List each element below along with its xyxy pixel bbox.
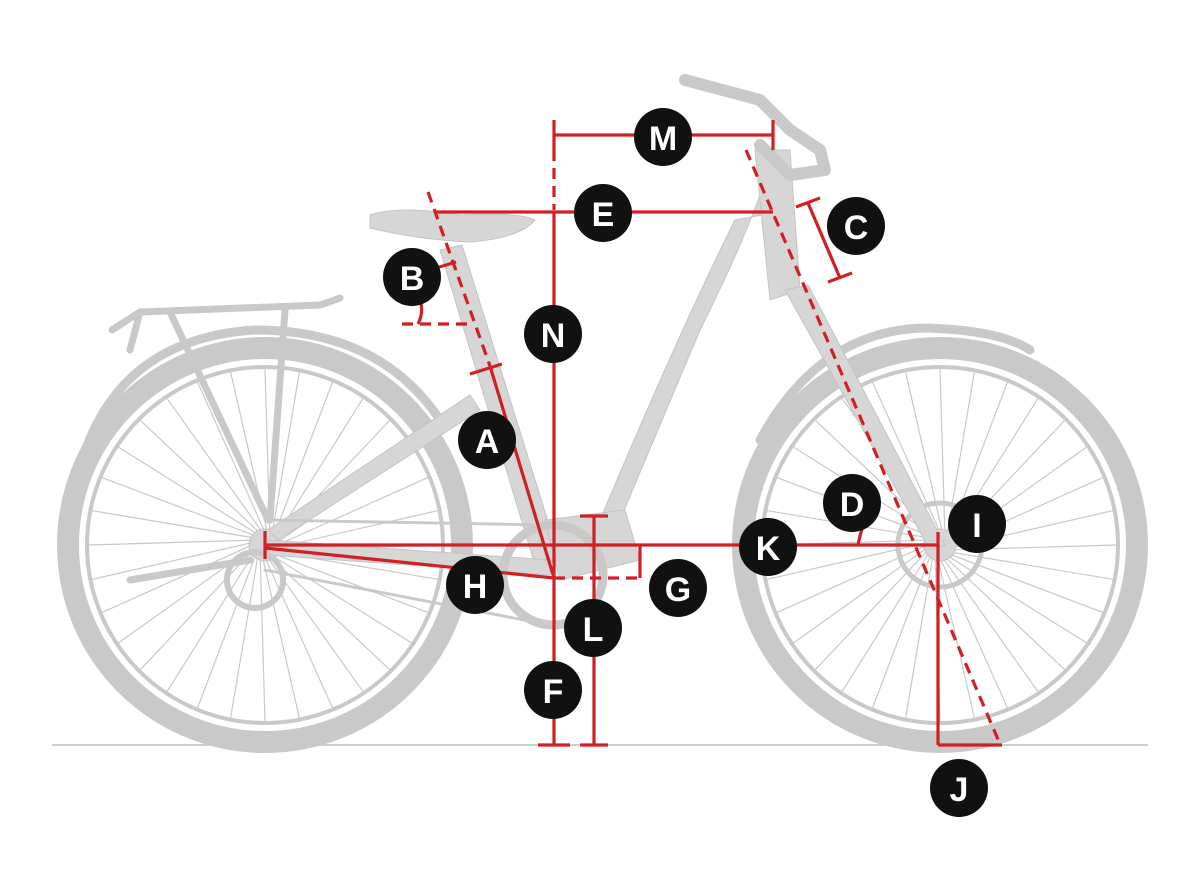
badge-h-label: H [463, 568, 488, 606]
rear-derailleur [224, 549, 286, 611]
frame-seatstay [267, 394, 481, 541]
wheel-spoke [280, 510, 439, 548]
wheel-spoke [166, 554, 254, 692]
wheel-spoke [259, 559, 266, 722]
chain [263, 518, 552, 627]
wheel-spoke [91, 542, 250, 580]
badge-j: J [930, 759, 988, 817]
dim-c-line [806, 202, 842, 279]
badge-m: M [634, 108, 692, 166]
rear-wheel [57, 337, 473, 753]
wheel-spoke [262, 560, 300, 719]
badge-g: G [649, 559, 707, 617]
badge-e: E [574, 184, 632, 242]
wheel-spoke [118, 446, 256, 534]
wheel-spoke [280, 477, 429, 545]
wheel-spoke [139, 419, 259, 532]
badge-f-label: F [543, 673, 564, 711]
badge-b: B [383, 248, 441, 306]
rear-fender [65, 325, 445, 525]
wheel-spoke [166, 398, 262, 531]
badge-k-label: K [756, 530, 781, 568]
seat-tube-dashed [426, 191, 492, 367]
wheel-spoke [265, 560, 333, 709]
badge-d: D [823, 474, 881, 532]
dim-a-tick [469, 362, 503, 376]
wheel-spoke [88, 539, 251, 546]
wheel-spoke [197, 556, 256, 709]
badge-c: C [827, 197, 885, 255]
badge-m-label: M [649, 120, 677, 158]
front-fork [784, 284, 946, 551]
badge-e-label: E [592, 196, 615, 234]
wheel-spoke [274, 556, 412, 644]
wheel-spoke [276, 398, 364, 536]
wheel-spoke [91, 510, 252, 538]
wheel-spoke [101, 477, 254, 536]
badge-i-label: I [972, 507, 981, 545]
front-fender [755, 323, 1035, 445]
wheel-spoke [101, 545, 250, 613]
dim-b-tick [435, 260, 457, 270]
badge-b-label: B [400, 260, 425, 298]
wheel-spoke [230, 558, 258, 719]
frame-downtube [599, 194, 792, 521]
wheel-spoke [197, 381, 265, 530]
badge-g-label: G [665, 571, 691, 609]
badge-i: I [948, 495, 1006, 553]
handlebar [679, 74, 831, 181]
wheel-spoke [276, 554, 429, 613]
badge-c-label: C [844, 209, 869, 247]
wheel-spoke [271, 558, 391, 671]
badge-k: K [739, 518, 797, 576]
badge-l: L [564, 599, 622, 657]
badge-f: F [524, 661, 582, 719]
saddle [369, 209, 536, 243]
badge-d-label: D [840, 486, 865, 524]
wheel-spoke [139, 551, 252, 671]
badge-a-label: A [475, 423, 500, 461]
badge-h: H [446, 556, 504, 614]
wheel-spoke [272, 371, 300, 532]
badge-a: A [458, 411, 516, 469]
rear-rack [108, 294, 344, 524]
dim-a-line [488, 365, 556, 579]
badge-l-label: L [583, 611, 604, 649]
dim-h-line [264, 546, 555, 580]
badge-n-label: N [541, 317, 566, 355]
dim-c-tick-top [795, 196, 821, 209]
badge-j-label: J [950, 771, 969, 809]
wheel-spoke [274, 381, 333, 534]
dim-c-tick-bottom [827, 271, 853, 284]
badge-n: N [524, 305, 582, 363]
